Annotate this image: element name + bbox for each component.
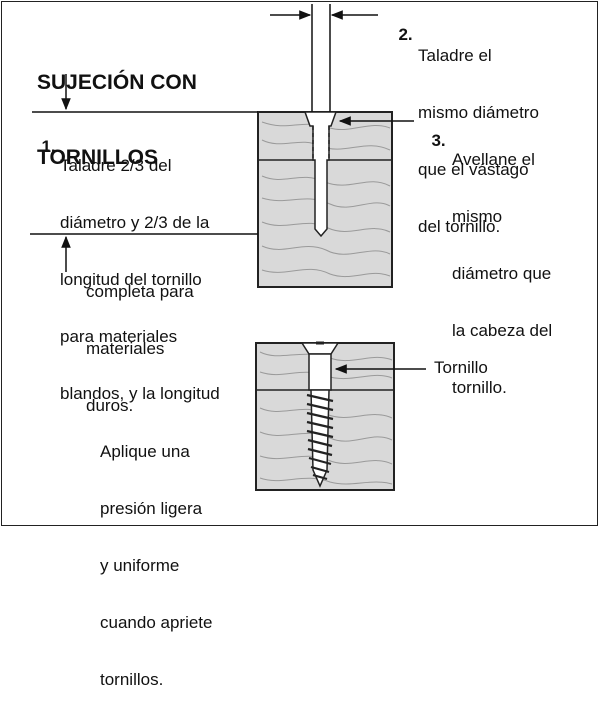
step1-continuation: completa para materiales duros.: [86, 244, 194, 434]
title-line-2: TORNILLOS: [37, 146, 158, 169]
screw-label: Tornillo: [434, 358, 488, 377]
step3-line-3: diámetro que: [452, 264, 552, 283]
step3-number: 3.: [431, 131, 446, 150]
lower-wood-block: [255, 341, 395, 491]
upper-wood-grain: [261, 121, 391, 278]
step1-number: 1.: [41, 137, 56, 156]
instruction-line-1: Aplique una: [100, 442, 190, 461]
step3-line-5: tornillo.: [452, 378, 507, 397]
diagram-artwork: [30, 4, 426, 491]
step3-line-4: la cabeza del: [452, 321, 553, 340]
instruction-line-3: y uniforme: [100, 556, 180, 575]
upper-wood-block: [257, 111, 393, 288]
title-line-1: SUJECIÓN CON: [37, 71, 197, 94]
step2-line-4: del tornillo.: [418, 217, 501, 236]
depth-indicator: [30, 74, 258, 272]
step2-line-1: Taladre el: [418, 46, 492, 65]
step2-number: 2.: [398, 25, 413, 44]
instruction-line-2: presión ligera: [100, 499, 203, 518]
diameter-arrows: [270, 4, 378, 112]
step1-cont-line-1: completa para: [86, 282, 194, 301]
step1-line-5: blandos, y la longitud: [60, 384, 220, 403]
diagram-frame: [1, 1, 598, 526]
step2-text: Taladre el mismo diámetro que el vástago…: [418, 8, 539, 255]
step1-line-4: para materiales: [60, 327, 178, 346]
step2-line-2: mismo diámetro: [418, 103, 539, 122]
step1-line-3: longitud del tornillo: [60, 270, 202, 289]
instruction-text: Aplique una presión ligera y uniforme cu…: [100, 404, 212, 708]
step3-line-2: mismo: [452, 207, 503, 226]
step1-line-1: Taladre 2/3 del: [60, 156, 172, 175]
screw-head: [300, 342, 340, 355]
instruction-line-4: cuando apriete: [100, 613, 213, 632]
diagram-title: SUJECIÓN CON TORNILLOS: [37, 20, 197, 195]
screw-threads: [306, 393, 334, 481]
step1-line-2: diámetro y 2/3 de la: [60, 213, 210, 232]
step3-text: Avellane el mismo diámetro que la cabeza…: [452, 112, 552, 416]
instruction-line-5: tornillos.: [100, 670, 164, 689]
step1-cont-line-2: materiales: [86, 339, 165, 358]
step3-line-1: Avellane el: [452, 150, 535, 169]
step1-cont-line-3: duros.: [86, 396, 134, 415]
step2-line-3: que el vástago: [418, 160, 529, 179]
screw-shank: [308, 353, 332, 391]
step1-text: Taladre 2/3 del diámetro y 2/3 de la lon…: [60, 118, 220, 422]
